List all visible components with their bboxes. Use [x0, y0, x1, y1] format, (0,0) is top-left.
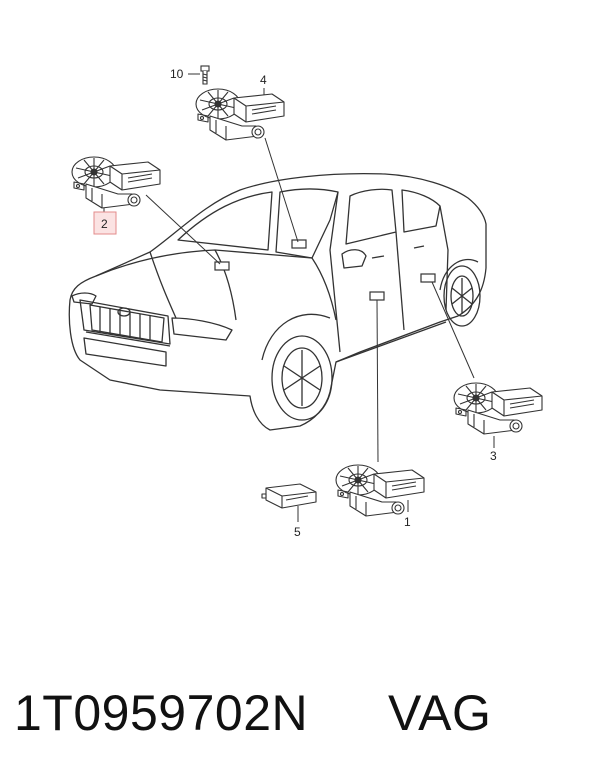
leader-lines: [103, 73, 495, 522]
car-illustration: [68, 172, 487, 431]
marker-1: [369, 291, 385, 301]
leader-line-3: [431, 281, 475, 379]
footer: 1T0959702N VAG: [14, 684, 594, 748]
position-markers: [214, 239, 436, 301]
part-4-window-motor: [195, 88, 285, 141]
brand-label: VAG: [388, 685, 492, 741]
callout-5: 5: [294, 525, 301, 539]
callout-3: 3: [490, 449, 497, 463]
leader-line-4: [264, 137, 299, 243]
leader-line-1: [376, 299, 379, 463]
callout-4: 4: [260, 73, 267, 87]
marker-4: [291, 239, 307, 249]
part-1-window-motor: [335, 464, 425, 517]
callout-10: 10: [170, 67, 184, 81]
callout-1: 1: [404, 515, 411, 529]
part-2-window-motor: [71, 156, 161, 209]
part-10-screw: [200, 65, 210, 85]
part-number: 1T0959702N: [14, 685, 309, 741]
part-3-window-motor: [453, 382, 543, 435]
marker-2: [214, 261, 230, 271]
leader-line-2: [145, 194, 221, 265]
part-5-control-unit: [261, 483, 317, 509]
marker-3: [420, 273, 436, 283]
callout-2-highlight: [93, 211, 117, 235]
callout-2: 2: [101, 217, 108, 231]
